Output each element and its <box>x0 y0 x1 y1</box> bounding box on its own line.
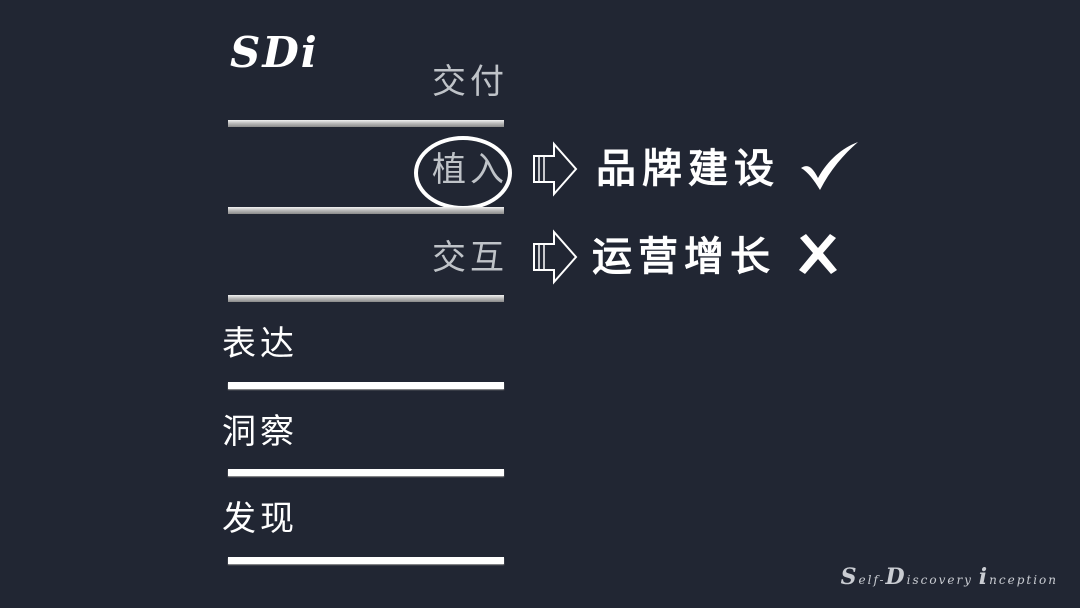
highlight-circle <box>414 136 512 210</box>
step-label-discovery: 发现 <box>222 499 298 539</box>
check-icon <box>801 142 858 190</box>
step-bar-delivery <box>228 120 504 127</box>
sdi-logo: SDi <box>230 28 319 77</box>
step-label-insight: 洞察 <box>222 412 298 452</box>
outcome-brand-building: 品牌建设 <box>596 146 780 192</box>
footer-d-rest: iscovery <box>906 573 979 587</box>
step-bar-expression <box>228 382 504 389</box>
footer-s-rest: elf- <box>858 573 886 587</box>
footer-d: D <box>885 564 907 590</box>
step-bar-insight <box>228 469 504 476</box>
arrow-right-icon <box>533 141 578 197</box>
step-label-expression: 表达 <box>222 324 298 364</box>
footer-tagline: Self-Discovery inception <box>841 564 1058 590</box>
outcome-operation-growth: 运营增长 <box>592 234 776 280</box>
footer-s: S <box>840 564 859 590</box>
arrow-right-icon <box>533 229 578 285</box>
cross-icon <box>799 234 837 274</box>
step-bar-interaction <box>228 295 504 302</box>
step-label-delivery: 交付 <box>432 62 508 102</box>
step-label-interaction: 交互 <box>432 238 508 278</box>
footer-i-rest: nception <box>989 573 1058 587</box>
step-bar-discovery <box>228 557 504 564</box>
footer-i: i <box>978 564 990 590</box>
step-bar-implant <box>228 207 504 214</box>
